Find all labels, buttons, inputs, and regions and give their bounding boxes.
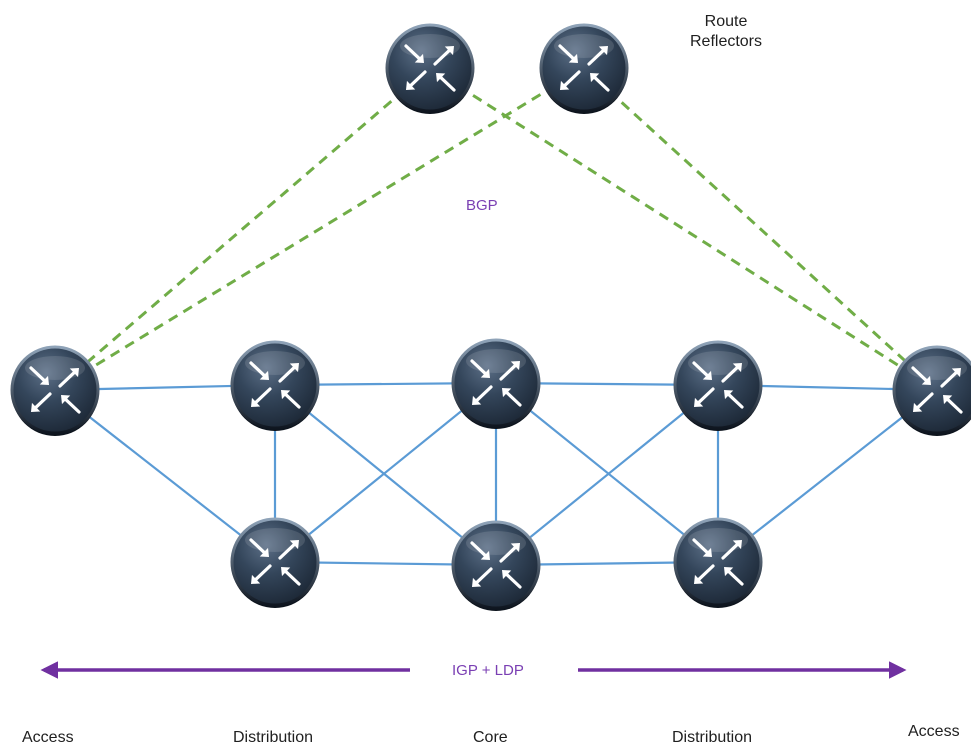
bgp-sessions	[54, 66, 939, 392]
igp-link-a1-d1b	[54, 389, 276, 563]
bgp-session-rr2-a1	[54, 66, 585, 392]
layer-label-distribution-left: Distribution	[233, 729, 314, 746]
bgp-label: BGP	[466, 197, 498, 214]
igp-link-c1b-d2t	[495, 384, 719, 566]
router-icon-d1b	[230, 517, 320, 608]
router-icon-d2t	[673, 340, 763, 431]
bgp-session-rr2-a2	[582, 66, 939, 392]
router-icon-rr2	[539, 23, 629, 114]
igp-link-c1t-d2b	[495, 382, 719, 563]
igp-link-d2b-a2	[717, 389, 938, 563]
igp-link-d1t-c1b	[274, 384, 497, 566]
layer-label-core: Core	[473, 729, 508, 746]
router-icon-c1t	[451, 338, 541, 429]
router-icon-a2	[892, 345, 971, 436]
layer-label-distribution-right: Distribution	[672, 729, 753, 746]
bgp-session-rr1-a2	[429, 66, 938, 392]
bgp-session-rr1-a1	[54, 66, 431, 392]
layer-label-access-right: Access	[908, 723, 960, 740]
router-icon-c1b	[451, 520, 541, 611]
igp-ldp-label: IGP + LDP	[452, 662, 524, 679]
routers	[10, 23, 971, 611]
router-icon-a1	[10, 345, 100, 436]
router-icon-rr1	[385, 23, 475, 114]
igp-link-d1b-c1t	[274, 382, 497, 563]
route-reflectors-line2: Reflectors	[689, 33, 763, 50]
route-reflectors-line1: Route	[704, 13, 748, 30]
route-reflectors-label: Route Reflectors	[676, 12, 776, 52]
router-icon-d1t	[230, 340, 320, 431]
layer-label-access-left: Access	[22, 729, 74, 746]
router-icon-d2b	[673, 517, 763, 608]
